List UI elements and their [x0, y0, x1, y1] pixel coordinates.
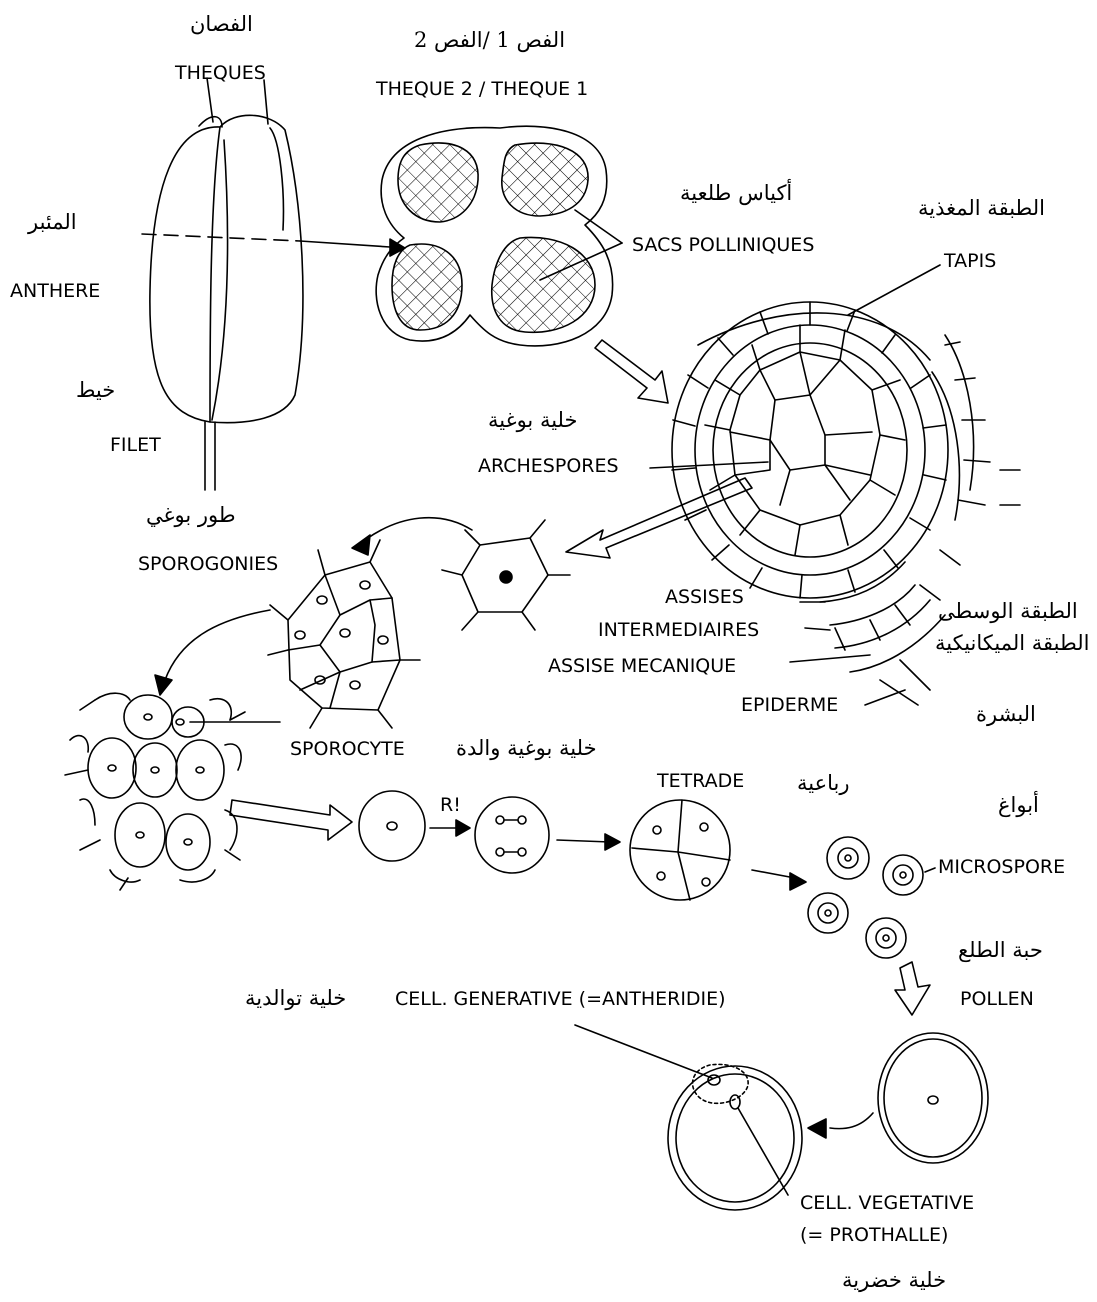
label-ar-khaliya-bawghiya: خلية بوغية	[488, 410, 577, 431]
curved-arrow	[365, 518, 472, 540]
label-prothalle: (= PROTHALLE)	[800, 1226, 948, 1245]
label-ar-habbat-talaa: حبة الطلع	[958, 940, 1043, 961]
anther-drawing	[142, 78, 405, 490]
sporogonies-cluster	[268, 540, 420, 728]
curved-arrow	[830, 1113, 873, 1129]
label-ar-khaliya-walida: خلية بوغية والدة	[456, 738, 597, 759]
label-epiderme: EPIDERME	[741, 696, 838, 715]
archespores-leader-line	[650, 462, 768, 468]
label-ar-fas-pair: الفص 1 /الفص 2	[414, 30, 565, 51]
arrow-head-icon	[605, 834, 620, 850]
label-ar-tabaqa-wusta: الطبقة الوسطى	[938, 601, 1078, 622]
label-intermediaires: INTERMEDIAIRES	[598, 621, 759, 640]
label-sporogonies: SPOROGONIES	[138, 555, 278, 574]
label-ar-muabbar: المئبر	[28, 212, 77, 233]
label-sacs-polliniques: SACS POLLINIQUES	[632, 236, 814, 255]
label-r: R!	[440, 796, 461, 815]
label-sporocyte: SPOROCYTE	[290, 740, 405, 759]
epidermis-leader-lines	[865, 660, 930, 705]
vegetative-leader-line	[738, 1108, 788, 1195]
hollow-arrow-icon	[895, 962, 930, 1015]
label-ar-tabaqa-mughadhiya: الطبقة المغذية	[918, 198, 1045, 219]
label-microspore: MICROSPORE	[938, 858, 1065, 877]
hollow-arrow-icon	[566, 478, 752, 558]
label-assises: ASSISES	[665, 588, 744, 607]
label-ar-bashara: البشرة	[976, 704, 1036, 725]
label-tetrade: TETRADE	[657, 772, 744, 791]
layer-leader-lines	[790, 602, 870, 662]
dividing-cell	[475, 797, 549, 873]
label-theque-pair: THEQUE 2 / THEQUE 1	[376, 80, 588, 99]
label-theques: THEQUES	[175, 64, 266, 83]
arrow-head-icon	[352, 535, 370, 555]
arrow-head-icon	[155, 675, 172, 695]
mature-pollen	[668, 1064, 802, 1210]
label-ar-khaliya-tawalludiya: خلية توالدية	[245, 988, 346, 1009]
label-anthere: ANTHERE	[10, 282, 100, 301]
label-ar-akyas: أكياس طلعية	[680, 183, 792, 204]
label-archespores: ARCHESPORES	[478, 457, 619, 476]
label-ar-tawr-bawghi: طور بوغي	[146, 505, 236, 526]
label-cell-generative: CELL. GENERATIVE (=ANTHERIDIE)	[395, 990, 726, 1009]
label-tapis: TAPIS	[944, 252, 996, 271]
label-ar-khayt: خيط	[76, 380, 115, 401]
pollen-grain	[878, 1033, 988, 1163]
tapis-leader-line	[848, 265, 940, 315]
label-ar-fasan: الفصان	[190, 14, 253, 35]
label-pollen: POLLEN	[960, 990, 1034, 1009]
label-filet: FILET	[110, 436, 161, 455]
label-assise-mecanique: ASSISE MECANIQUE	[548, 657, 736, 676]
arrow-head-icon	[456, 820, 470, 836]
mother-cell	[359, 791, 425, 861]
label-ar-tabaqa-mikanikiya: الطبقة الميكانيكية	[935, 633, 1089, 654]
label-ar-khaliya-khudriya: خلية خضرية	[842, 1270, 946, 1291]
arrow-head-icon	[808, 1119, 826, 1138]
hollow-arrow-icon	[230, 800, 352, 840]
arrow-head-icon	[790, 873, 806, 890]
microspores	[808, 837, 923, 958]
anther-cross-section	[376, 126, 622, 346]
label-cell-vegetative: CELL. VEGETATIVE	[800, 1194, 974, 1213]
tetrad	[630, 800, 730, 900]
hollow-arrow-icon	[595, 340, 668, 403]
label-ar-abwagh: أبواغ	[998, 795, 1039, 816]
label-ar-rubaiya: رباعية	[797, 773, 850, 794]
archespore-cell	[442, 520, 570, 630]
generative-leader-line	[575, 1025, 712, 1078]
curved-arrow	[165, 610, 270, 680]
